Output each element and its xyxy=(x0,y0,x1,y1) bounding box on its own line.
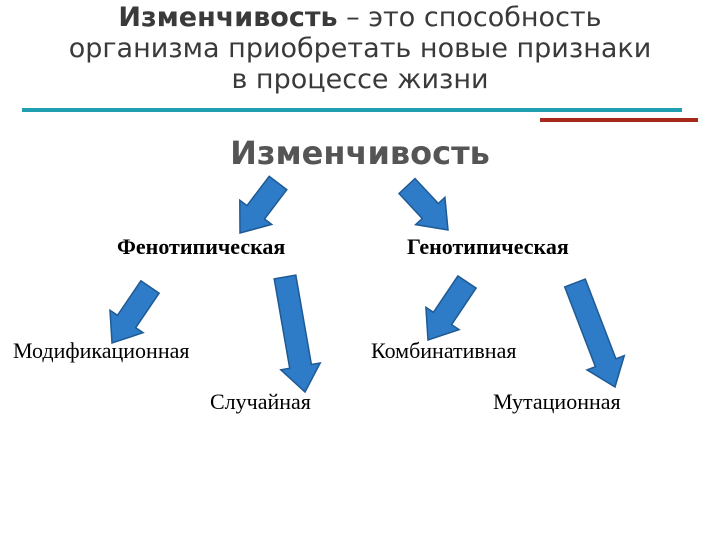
node-phenotypic: Фенотипическая xyxy=(117,234,286,259)
node-mutational: Мутационная xyxy=(493,389,621,414)
title-definition-start: – это способность xyxy=(337,2,602,33)
node-combinative: Комбинативная xyxy=(371,338,517,363)
arrow-root-to-genotypic xyxy=(397,177,449,231)
diagram-root-label: Изменчивость xyxy=(230,134,490,172)
slide-title: Изменчивость – это способность организма… xyxy=(0,2,720,95)
title-line-2: организма приобретать новые признаки xyxy=(68,33,652,64)
arrow-genotypic-to-combinative xyxy=(425,274,478,342)
node-modification: Модификационная xyxy=(13,338,190,363)
title-underline-red xyxy=(540,118,698,122)
arrow-root-to-phenotypic xyxy=(239,175,288,234)
title-line-1: Изменчивость – это способность xyxy=(0,2,720,33)
title-line-3: в процессе жизни xyxy=(231,64,489,95)
arrow-phenotypic-to-random xyxy=(273,274,322,394)
title-underline-teal xyxy=(22,108,682,112)
node-random: Случайная xyxy=(210,389,311,414)
title-term: Изменчивость xyxy=(118,2,338,33)
arrow-genotypic-to-mutational xyxy=(563,278,626,389)
node-genotypic: Генотипическая xyxy=(407,234,569,259)
arrow-phenotypic-to-modification xyxy=(109,279,161,345)
